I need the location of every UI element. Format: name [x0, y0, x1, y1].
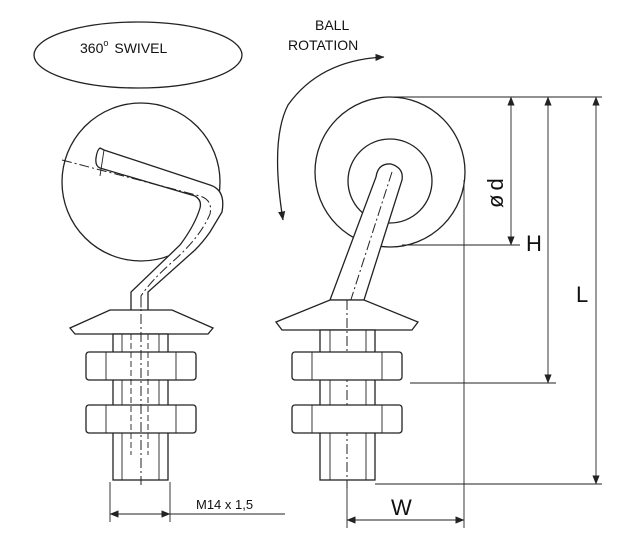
- swivel-word: SWIVEL: [114, 40, 167, 56]
- diameter-letter: d: [483, 178, 508, 190]
- swivel-degree: o: [103, 38, 108, 48]
- swivel-label: 360o SWIVEL: [80, 38, 167, 56]
- swivel-value: 360: [80, 40, 104, 56]
- height-label: H: [526, 231, 542, 256]
- hook-outer: [95, 147, 224, 319]
- length-label: L: [576, 282, 588, 307]
- ball-rotation-label-2: ROTATION: [288, 37, 358, 53]
- width-label: W: [391, 495, 412, 520]
- swivel-ellipse: [33, 21, 243, 89]
- diameter-symbol: ø: [483, 195, 508, 208]
- right-nut-2: [291, 404, 403, 434]
- rotation-arrow: [276, 53, 385, 221]
- ball-rotation-label-1: BALL: [315, 17, 349, 33]
- ball-top-view: [61, 102, 221, 262]
- right-view: BALL ROTATION ød: [274, 17, 602, 528]
- diameter-label: ød: [483, 178, 508, 208]
- left-view: 360o SWIVEL M14 x 1,5: [33, 21, 285, 522]
- right-nut-1: [291, 351, 403, 381]
- right-rod: [329, 163, 403, 301]
- thread-label: M14 x 1,5: [196, 497, 253, 512]
- ball-inner: [347, 138, 433, 224]
